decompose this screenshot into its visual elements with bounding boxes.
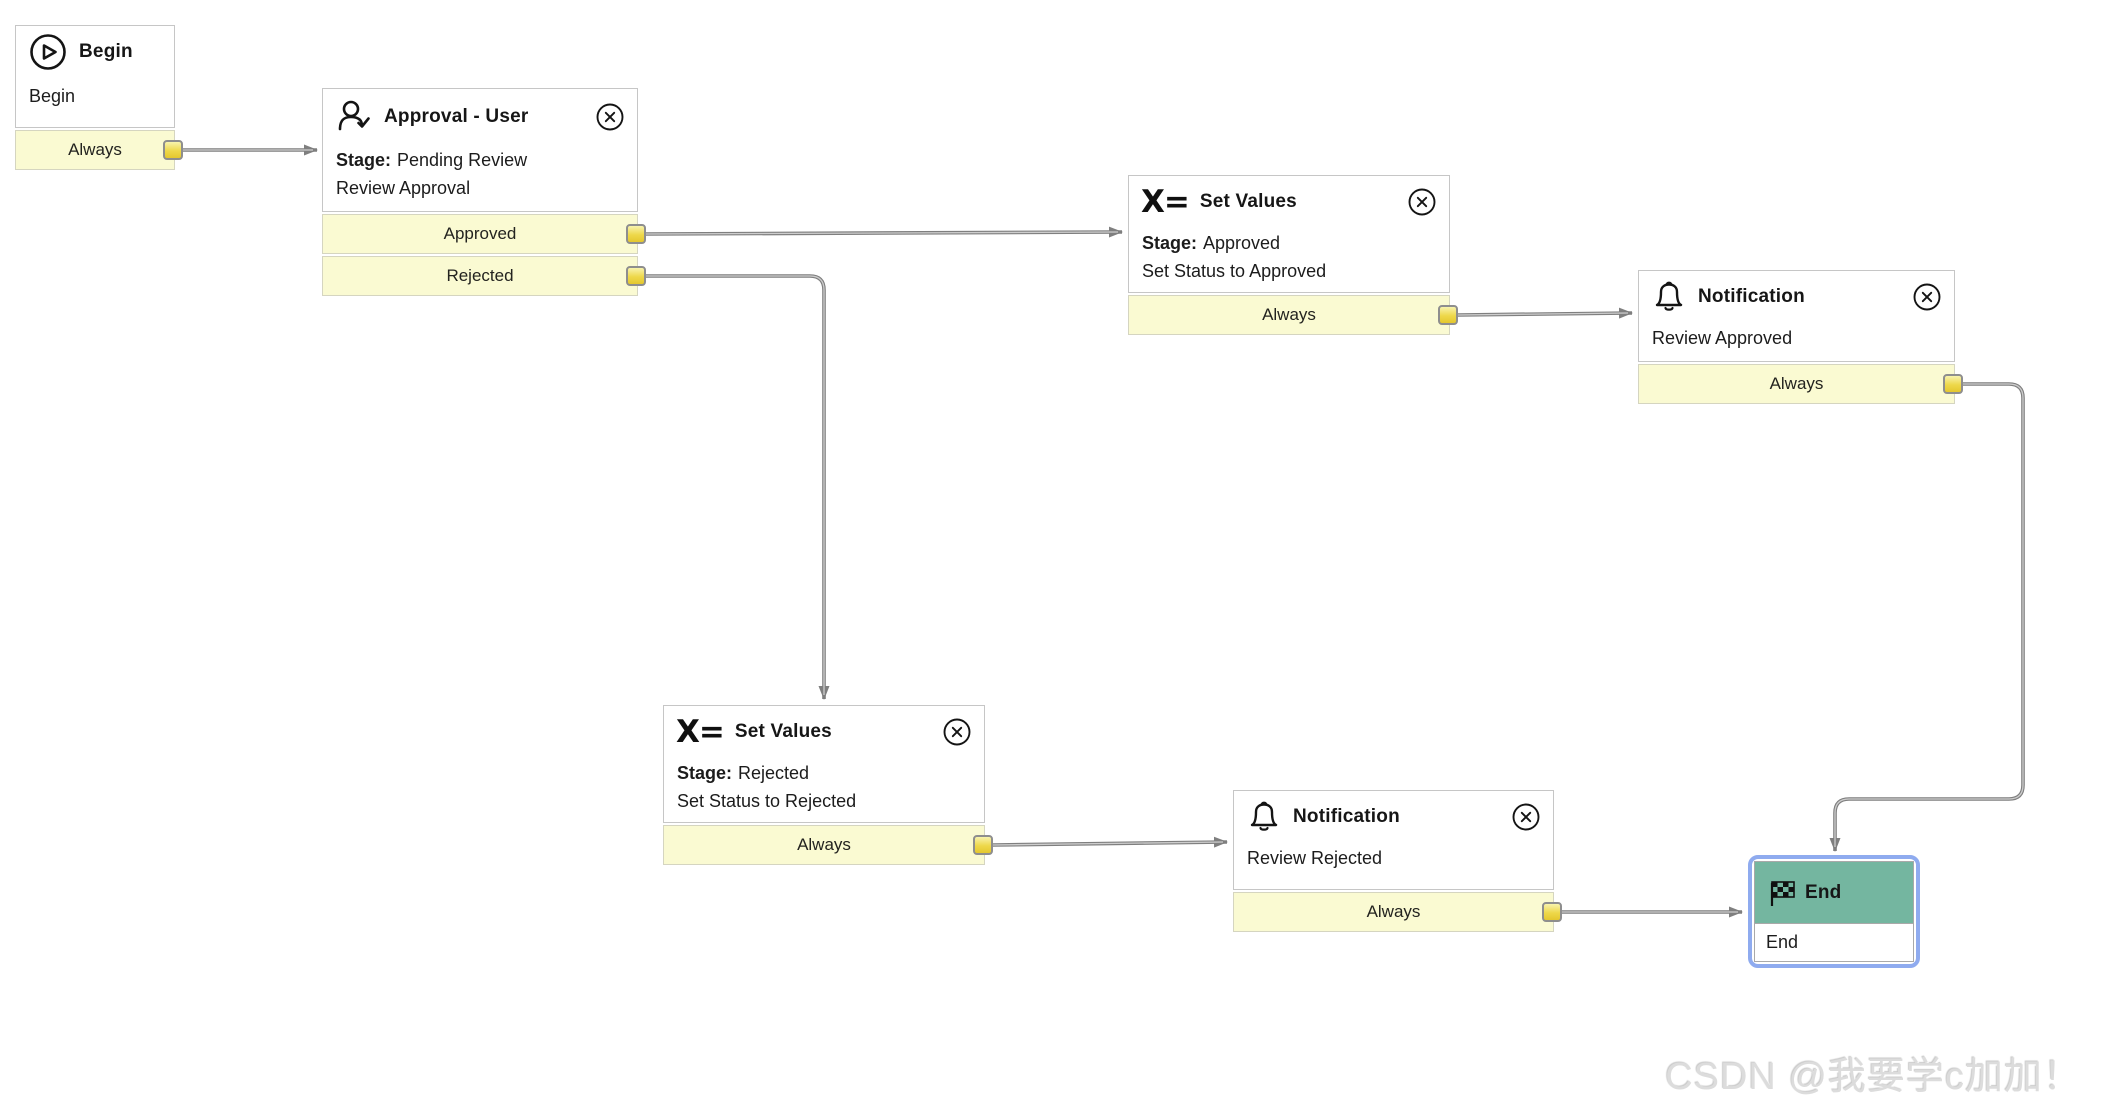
output-row-always: Always bbox=[15, 130, 175, 170]
output-label: Always bbox=[68, 140, 122, 159]
port-notification-rejected-always[interactable] bbox=[1542, 902, 1562, 922]
wire-setvalues-to-notification-rejected bbox=[992, 836, 1228, 848]
node-description: End bbox=[1755, 923, 1913, 961]
checkered-flag-icon bbox=[1765, 877, 1795, 909]
user-check-icon bbox=[335, 98, 373, 136]
output-row-always: Always bbox=[1128, 295, 1450, 335]
wire-rejected-to-setvalues bbox=[646, 274, 830, 700]
node-end[interactable]: End End bbox=[1748, 855, 1920, 968]
x-equals-icon: X= bbox=[1141, 183, 1190, 220]
output-label: Approved bbox=[443, 224, 517, 243]
stage-label: Stage: bbox=[336, 150, 392, 170]
node-notification-approved[interactable]: Notification Review Approved Always bbox=[1638, 270, 1955, 404]
node-set-values-rejected[interactable]: X= Set Values Stage:Rejected Set Status … bbox=[663, 705, 985, 865]
output-label: Rejected bbox=[446, 266, 514, 285]
node-title: End bbox=[1805, 881, 1842, 903]
output-row-always: Always bbox=[663, 825, 985, 865]
watermark: CSDN @我要学c加加！ bbox=[1665, 1056, 2082, 1098]
node-title: Approval - User bbox=[384, 106, 529, 127]
stage-value: Approved bbox=[1203, 233, 1281, 253]
stage-value: Rejected bbox=[738, 763, 810, 783]
port-notification-approved-always[interactable] bbox=[1943, 374, 1963, 394]
node-title: Set Values bbox=[1199, 191, 1297, 212]
bell-icon bbox=[1651, 279, 1687, 315]
node-description: Begin bbox=[29, 86, 76, 106]
node-begin[interactable]: Begin Begin Always bbox=[15, 25, 175, 170]
wire-notification-approved-to-end bbox=[1829, 382, 2025, 852]
stage-value: Pending Review bbox=[397, 150, 528, 170]
output-label: Always bbox=[1366, 902, 1421, 921]
close-icon[interactable] bbox=[595, 102, 625, 132]
close-icon[interactable] bbox=[1407, 187, 1437, 217]
node-notification-rejected[interactable]: Notification Review Rejected Always bbox=[1233, 790, 1554, 932]
output-row-always: Always bbox=[1233, 892, 1554, 932]
output-row-always: Always bbox=[1638, 364, 1955, 404]
x-equals-icon: X= bbox=[676, 713, 725, 750]
node-description: Set Status to Approved bbox=[1142, 261, 1327, 281]
wire-approved-to-setvalues bbox=[645, 226, 1123, 238]
node-description: Review Rejected bbox=[1247, 848, 1383, 868]
output-label: Always bbox=[797, 835, 851, 854]
port-approval-approved[interactable] bbox=[626, 224, 646, 244]
node-description: Review Approval bbox=[336, 178, 471, 198]
node-approval-user[interactable]: Approval - User Stage:Pending Review Rev… bbox=[322, 88, 638, 296]
port-set-values-rejected-always[interactable] bbox=[973, 835, 993, 855]
node-title: Notification bbox=[1698, 286, 1805, 307]
stage-label: Stage: bbox=[1142, 233, 1198, 253]
stage-label: Stage: bbox=[677, 763, 733, 783]
node-description: Review Approved bbox=[1652, 328, 1793, 348]
node-title: Notification bbox=[1293, 806, 1400, 827]
play-circle-icon bbox=[28, 32, 68, 72]
close-icon[interactable] bbox=[1511, 802, 1541, 832]
node-set-values-approved[interactable]: X= Set Values Stage:Approved Set Status … bbox=[1128, 175, 1450, 335]
close-icon[interactable] bbox=[1912, 282, 1942, 312]
node-title: Set Values bbox=[734, 721, 832, 742]
bell-icon bbox=[1246, 799, 1282, 835]
port-approval-rejected[interactable] bbox=[626, 266, 646, 286]
output-row-rejected: Rejected bbox=[322, 256, 638, 296]
output-label: Always bbox=[1262, 305, 1316, 324]
port-set-values-approved-always[interactable] bbox=[1438, 305, 1458, 325]
close-icon[interactable] bbox=[942, 717, 972, 747]
output-row-approved: Approved bbox=[322, 214, 638, 254]
wire-setvalues-to-notification-approved bbox=[1457, 307, 1633, 319]
output-label: Always bbox=[1769, 374, 1824, 393]
port-begin-always[interactable] bbox=[163, 140, 183, 160]
node-description: Set Status to Rejected bbox=[677, 791, 857, 811]
node-title: Begin bbox=[79, 41, 133, 62]
